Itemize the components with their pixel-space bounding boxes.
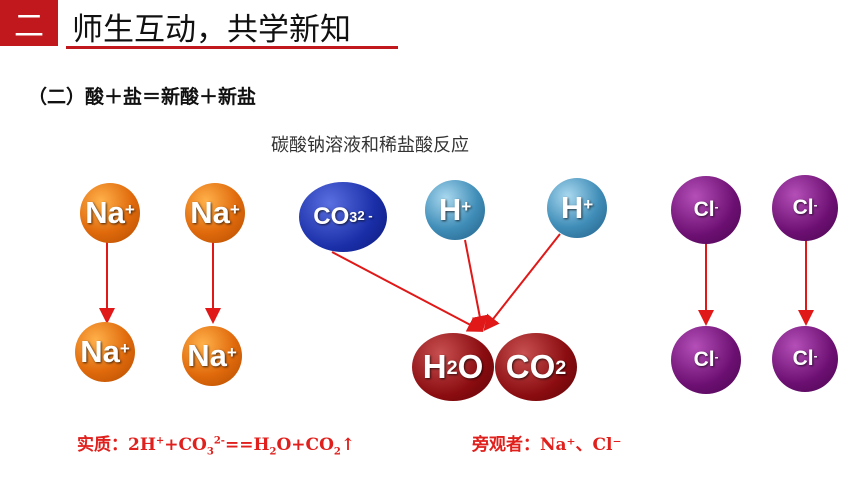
hydrogen-ion-2: H+ bbox=[547, 178, 607, 238]
reaction-essence: 实质：2H++CO32-==H2O+CO2↑ bbox=[77, 435, 356, 458]
gas-arrow: ↑ bbox=[340, 435, 356, 455]
chloride-ion-1: Cl- bbox=[671, 176, 741, 244]
arrow-co3 bbox=[331, 251, 484, 332]
spectator-ions: 旁观者：Na⁺、Cl⁻ bbox=[472, 435, 622, 455]
section-number: 二 bbox=[14, 9, 44, 44]
arrow-h1 bbox=[464, 239, 488, 332]
page-title: 师生互动，共学新知 bbox=[72, 12, 351, 48]
sodium-ion-1: Na+ bbox=[80, 183, 140, 243]
section-subheading: （二）酸＋盐＝新酸＋新盐 bbox=[28, 86, 257, 108]
arrow-h2 bbox=[483, 233, 561, 332]
hydrogen-ion-1: H+ bbox=[425, 180, 485, 240]
chloride-ion-4: Cl- bbox=[772, 326, 838, 392]
reaction-caption: 碳酸钠溶液和稀盐酸反应 bbox=[0, 131, 740, 157]
section-number-badge: 二 bbox=[0, 0, 58, 46]
reaction-caption-text: 碳酸钠溶液和稀盐酸反应 bbox=[271, 135, 469, 156]
sodium-ion-2: Na+ bbox=[185, 183, 245, 243]
chloride-ion-3: Cl- bbox=[671, 326, 741, 394]
title-underline bbox=[66, 46, 398, 49]
chloride-ion-2: Cl- bbox=[772, 175, 838, 241]
sodium-ion-3: Na+ bbox=[75, 322, 135, 382]
sodium-ion-4: Na+ bbox=[182, 326, 242, 386]
